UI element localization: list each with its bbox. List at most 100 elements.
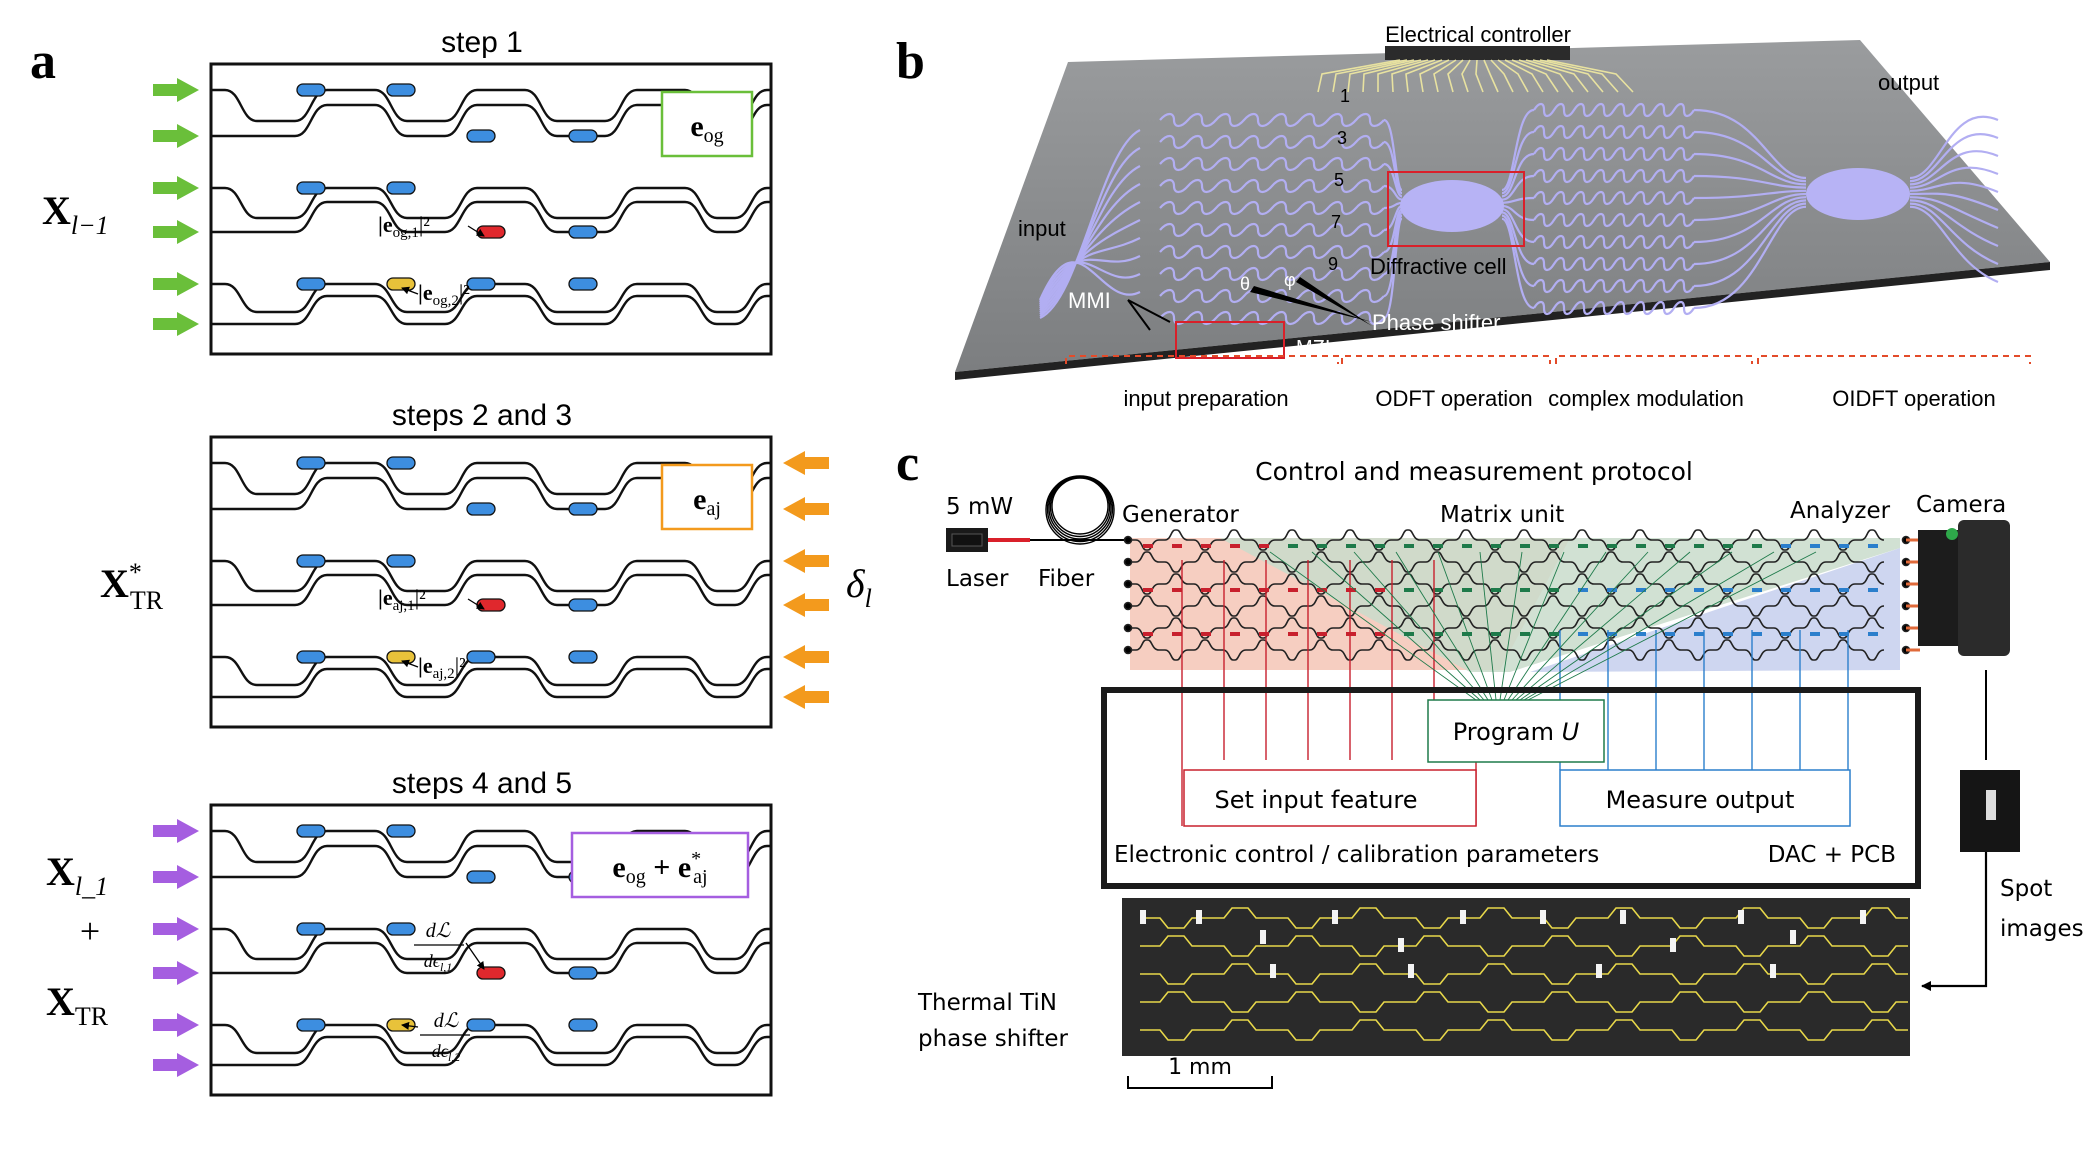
laser-label: Laser <box>946 566 1009 592</box>
mesh-shifter <box>1259 632 1269 636</box>
mesh-row <box>1130 529 1885 551</box>
waveguide <box>1909 166 1999 189</box>
analyzer-region <box>1530 548 1900 672</box>
phase-shifter <box>466 277 496 291</box>
photo-waveguide <box>1140 935 1908 957</box>
waveguide <box>1909 192 1999 212</box>
waveguide <box>1501 196 1535 204</box>
photo-spot <box>1140 910 1146 924</box>
mzi-row <box>1533 124 1695 140</box>
chip-photo <box>1122 898 1910 1056</box>
mesh-shifter <box>1230 588 1240 592</box>
mesh-row <box>1130 595 1885 617</box>
phase-shifter <box>386 277 416 291</box>
waveguide <box>1039 201 1141 311</box>
input-arrow <box>153 961 199 985</box>
mmi-pointer-1 <box>1127 299 1171 323</box>
mzi-row <box>1159 266 1385 282</box>
phase-shifter <box>466 650 496 664</box>
phase-shifter <box>568 277 598 291</box>
mzi-row <box>1159 156 1385 172</box>
laser-power-label: 5 mW <box>946 494 1013 520</box>
mzi-number: 7 <box>1331 212 1341 232</box>
waveguide <box>1501 152 1535 198</box>
power-annotation-1: |eog,1|² <box>378 212 430 241</box>
panel-c: c Control and measurement protocol 5 mW … <box>896 435 2084 1089</box>
matrix-wire <box>1515 551 1691 701</box>
gradient-annotation-1-num: dℒ <box>426 920 451 942</box>
waveguide <box>211 655 771 687</box>
mesh-shifter <box>1549 632 1559 636</box>
gradient-label-box <box>660 463 754 531</box>
waveguide <box>211 282 771 314</box>
mesh-row <box>1130 617 1885 639</box>
controller-wire <box>1362 59 1422 93</box>
mesh-shifter <box>1578 632 1588 636</box>
gradient-annotation-1-den: dϵl,1 <box>424 951 453 974</box>
photo-spot <box>1460 910 1466 924</box>
waveguide <box>1909 115 1999 180</box>
mesh-shifter <box>1636 544 1646 548</box>
mesh-shifter <box>1346 632 1356 636</box>
sum-vector-label-2: XTR <box>46 979 109 1031</box>
phase-shifter <box>386 181 416 195</box>
mesh-shifter <box>1839 544 1849 548</box>
camera-lens <box>1958 520 2010 656</box>
phase-shifter <box>296 456 326 470</box>
phase-shifter-pointer-2 <box>1296 277 1372 326</box>
waveguide <box>1501 211 1535 266</box>
mesh-shifter <box>1375 544 1385 548</box>
input-arrow <box>153 220 199 244</box>
waveguide <box>1039 237 1141 307</box>
annotation-pointer <box>467 225 485 237</box>
photo-spot <box>1398 938 1404 952</box>
photo-spot <box>1540 910 1546 924</box>
dac-pcb-label: DAC + PCB <box>1768 842 1896 868</box>
waveguide <box>1909 150 1999 186</box>
matrix-wire <box>1353 551 1485 701</box>
waveguide <box>211 1023 771 1055</box>
input-label: input <box>1018 216 1066 241</box>
fiber-label: Fiber <box>1038 566 1095 592</box>
controller-wire <box>1419 59 1450 93</box>
mesh-row <box>1130 573 1885 595</box>
panel-b-letter: b <box>896 33 925 90</box>
photo-spot <box>1196 910 1202 924</box>
mesh-shifter <box>1868 588 1878 592</box>
input-arrow <box>153 917 199 941</box>
measure-output-label: Measure output <box>1606 786 1795 814</box>
photo-spot <box>1860 910 1866 924</box>
panel-b: b Electrical controller output input Dif… <box>896 22 2050 411</box>
waveguide <box>211 667 771 699</box>
controller-wire <box>1317 59 1401 93</box>
waveguide <box>211 200 771 234</box>
waveguide <box>1693 152 1807 186</box>
waveguide <box>1039 183 1141 313</box>
mzi-row <box>1533 212 1695 228</box>
controller-wire <box>1483 59 1499 93</box>
gradient-label-box <box>570 831 750 899</box>
section-label: complex modulation <box>1548 386 1744 411</box>
controller-wire <box>1532 59 1604 93</box>
matrix-wire <box>1311 551 1481 701</box>
controller-wires <box>1317 59 1634 93</box>
input-arrow <box>153 312 199 336</box>
mesh-shifter <box>1752 588 1762 592</box>
phase-shifter <box>568 225 598 239</box>
phase-shifter <box>476 225 506 239</box>
waveguide <box>211 186 771 220</box>
mesh-shifter <box>1288 588 1298 592</box>
phase-shifter <box>386 650 416 664</box>
section-bracket <box>1757 355 2031 364</box>
set-input-label: Set input feature <box>1214 786 1417 814</box>
controller-wire <box>1490 59 1514 93</box>
mesh-shifter <box>1462 544 1472 548</box>
input-arrow <box>783 645 829 669</box>
matrix-wire <box>1527 551 1817 701</box>
mesh-shifter <box>1694 632 1704 636</box>
mesh-shifter <box>1520 588 1530 592</box>
mzi-row <box>1533 190 1695 206</box>
mesh-shifter <box>1143 544 1153 548</box>
mesh-shifter <box>1694 544 1704 548</box>
mesh-shifter <box>1172 544 1182 548</box>
